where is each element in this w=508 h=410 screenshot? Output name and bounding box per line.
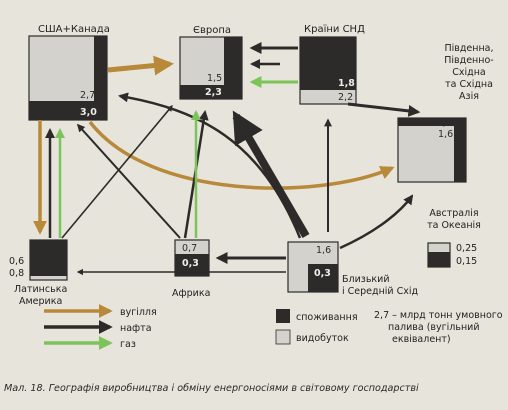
europe-consumption-bar <box>224 37 242 99</box>
africa-consumption-fill <box>175 254 209 276</box>
legend-consumption-swatch <box>276 309 290 323</box>
gas-flows <box>55 76 298 238</box>
oil-arrow-latin-america-europe <box>61 105 173 239</box>
australia-label-line: Австралія <box>429 208 478 219</box>
coal-flows <box>33 55 395 235</box>
australia-label: Австралія та Океанія <box>427 208 481 231</box>
asia-consumption-bar <box>454 118 466 182</box>
legend-production-swatch <box>275 329 291 345</box>
europe-consumption-value: 2,3 <box>205 87 222 98</box>
australia-consumption-fill <box>428 252 450 267</box>
usa-canada-production-value: 2,7 <box>80 90 95 101</box>
middle-east-label-line: Близький <box>342 274 390 285</box>
middle-east-label-line: і Середній Схід <box>342 286 419 297</box>
asia-consumption-band <box>398 118 466 126</box>
europe-label: Європа <box>193 25 231 36</box>
legend-oil-label: нафта <box>120 323 152 334</box>
asia-consumption-value: 2,5 <box>436 117 453 128</box>
usa-canada-consumption-band <box>29 101 107 120</box>
legend-production-label: видобуток <box>296 333 349 344</box>
latin-america-consumption-value: 0,6 <box>9 256 24 267</box>
legend-unit-note-line: еквівалент) <box>392 334 451 345</box>
oil-arrow-middle-east-usa <box>118 92 302 239</box>
oil-arrow-africa-usa <box>76 123 181 239</box>
europe-production-value: 1,5 <box>207 73 222 84</box>
region-usa-canada: США+Канада 2,7 3,0 <box>28 24 110 121</box>
asia-label: Південна, Південно- Східна та Східна Азі… <box>444 43 493 102</box>
usa-canada-consumption-bar <box>94 36 107 120</box>
africa-consumption-value: 0,3 <box>182 258 199 269</box>
legend-gas-label: газ <box>120 339 136 350</box>
cis-consumption-fill <box>300 37 356 90</box>
region-middle-east: 1,6 0,3 Близький і Середній Схід <box>287 241 419 297</box>
africa-production-value: 0,7 <box>182 243 197 254</box>
australia-production-value: 0,25 <box>456 243 477 254</box>
coal-arrow-usa-asia <box>88 120 395 190</box>
oil-arrow-cis-asia <box>347 102 421 117</box>
middle-east-production-value: 1,6 <box>316 245 331 256</box>
region-asia: 2,5 1,6 Південна, Південно- Східна та Сх… <box>397 43 494 183</box>
latin-america-consumption-fill <box>30 240 67 276</box>
australia-consumption-value: 0,15 <box>456 256 477 267</box>
usa-canada-label: США+Канада <box>38 24 110 35</box>
oil-arrow-middle-east-europe <box>232 110 310 239</box>
region-australia: 0,25 0,15 Австралія та Океанія <box>427 208 481 268</box>
middle-east-consumption-value: 0,3 <box>314 268 331 279</box>
region-latin-america: 0,6 0,8 Латинська Америка <box>9 239 68 307</box>
latin-america-label-line: Америка <box>19 296 62 307</box>
australia-label-line: та Океанія <box>427 220 481 231</box>
legend-consumption-label: споживання <box>296 312 358 323</box>
middle-east-consumption-fill <box>308 264 338 292</box>
figure-caption: Мал. 18. Географія виробництва і обміну … <box>4 383 419 394</box>
legend-coal-label: вугілля <box>120 307 157 318</box>
legend-unit-note-line: 2,7 – млрд тонн умовного <box>374 310 503 321</box>
africa-label: Африка <box>172 288 210 299</box>
cis-production-value: 2,2 <box>338 92 353 103</box>
legend: вугілля нафта газ споживання видобуток 2… <box>44 304 503 350</box>
oil-flows <box>45 42 421 276</box>
middle-east-label: Близький і Середній Схід <box>342 274 419 297</box>
oil-arrow-middle-east-asia <box>339 194 414 250</box>
asia-label-line: та Східна <box>445 79 493 90</box>
latin-america-label: Латинська Америка <box>14 284 67 307</box>
region-cis: Країни СНД 1,8 2,2 <box>299 24 365 105</box>
latin-america-label-line: Латинська <box>14 284 67 295</box>
usa-canada-consumption-value: 3,0 <box>80 107 97 118</box>
legend-unit-note: 2,7 – млрд тонн умовного палива (вугільн… <box>374 310 503 345</box>
asia-production-value: 1,6 <box>438 129 453 140</box>
asia-label-line: Азія <box>459 91 479 102</box>
cis-label: Країни СНД <box>304 24 365 35</box>
asia-label-line: Південно- <box>444 55 493 66</box>
coal-arrow-usa-europe <box>107 55 174 76</box>
region-africa: 0,7 0,3 Африка <box>172 239 210 299</box>
energy-flow-diagram: США+Канада 2,7 3,0 Європа 1,5 2,3 Країни… <box>9 24 503 350</box>
latin-america-production-value: 0,8 <box>9 268 24 279</box>
region-europe: Європа 1,5 2,3 <box>179 25 243 100</box>
cis-consumption-value: 1,8 <box>338 78 355 89</box>
asia-label-line: Південна, <box>444 43 493 54</box>
legend-unit-note-line: палива (вугільний <box>388 322 480 333</box>
asia-label-line: Східна <box>452 67 486 78</box>
